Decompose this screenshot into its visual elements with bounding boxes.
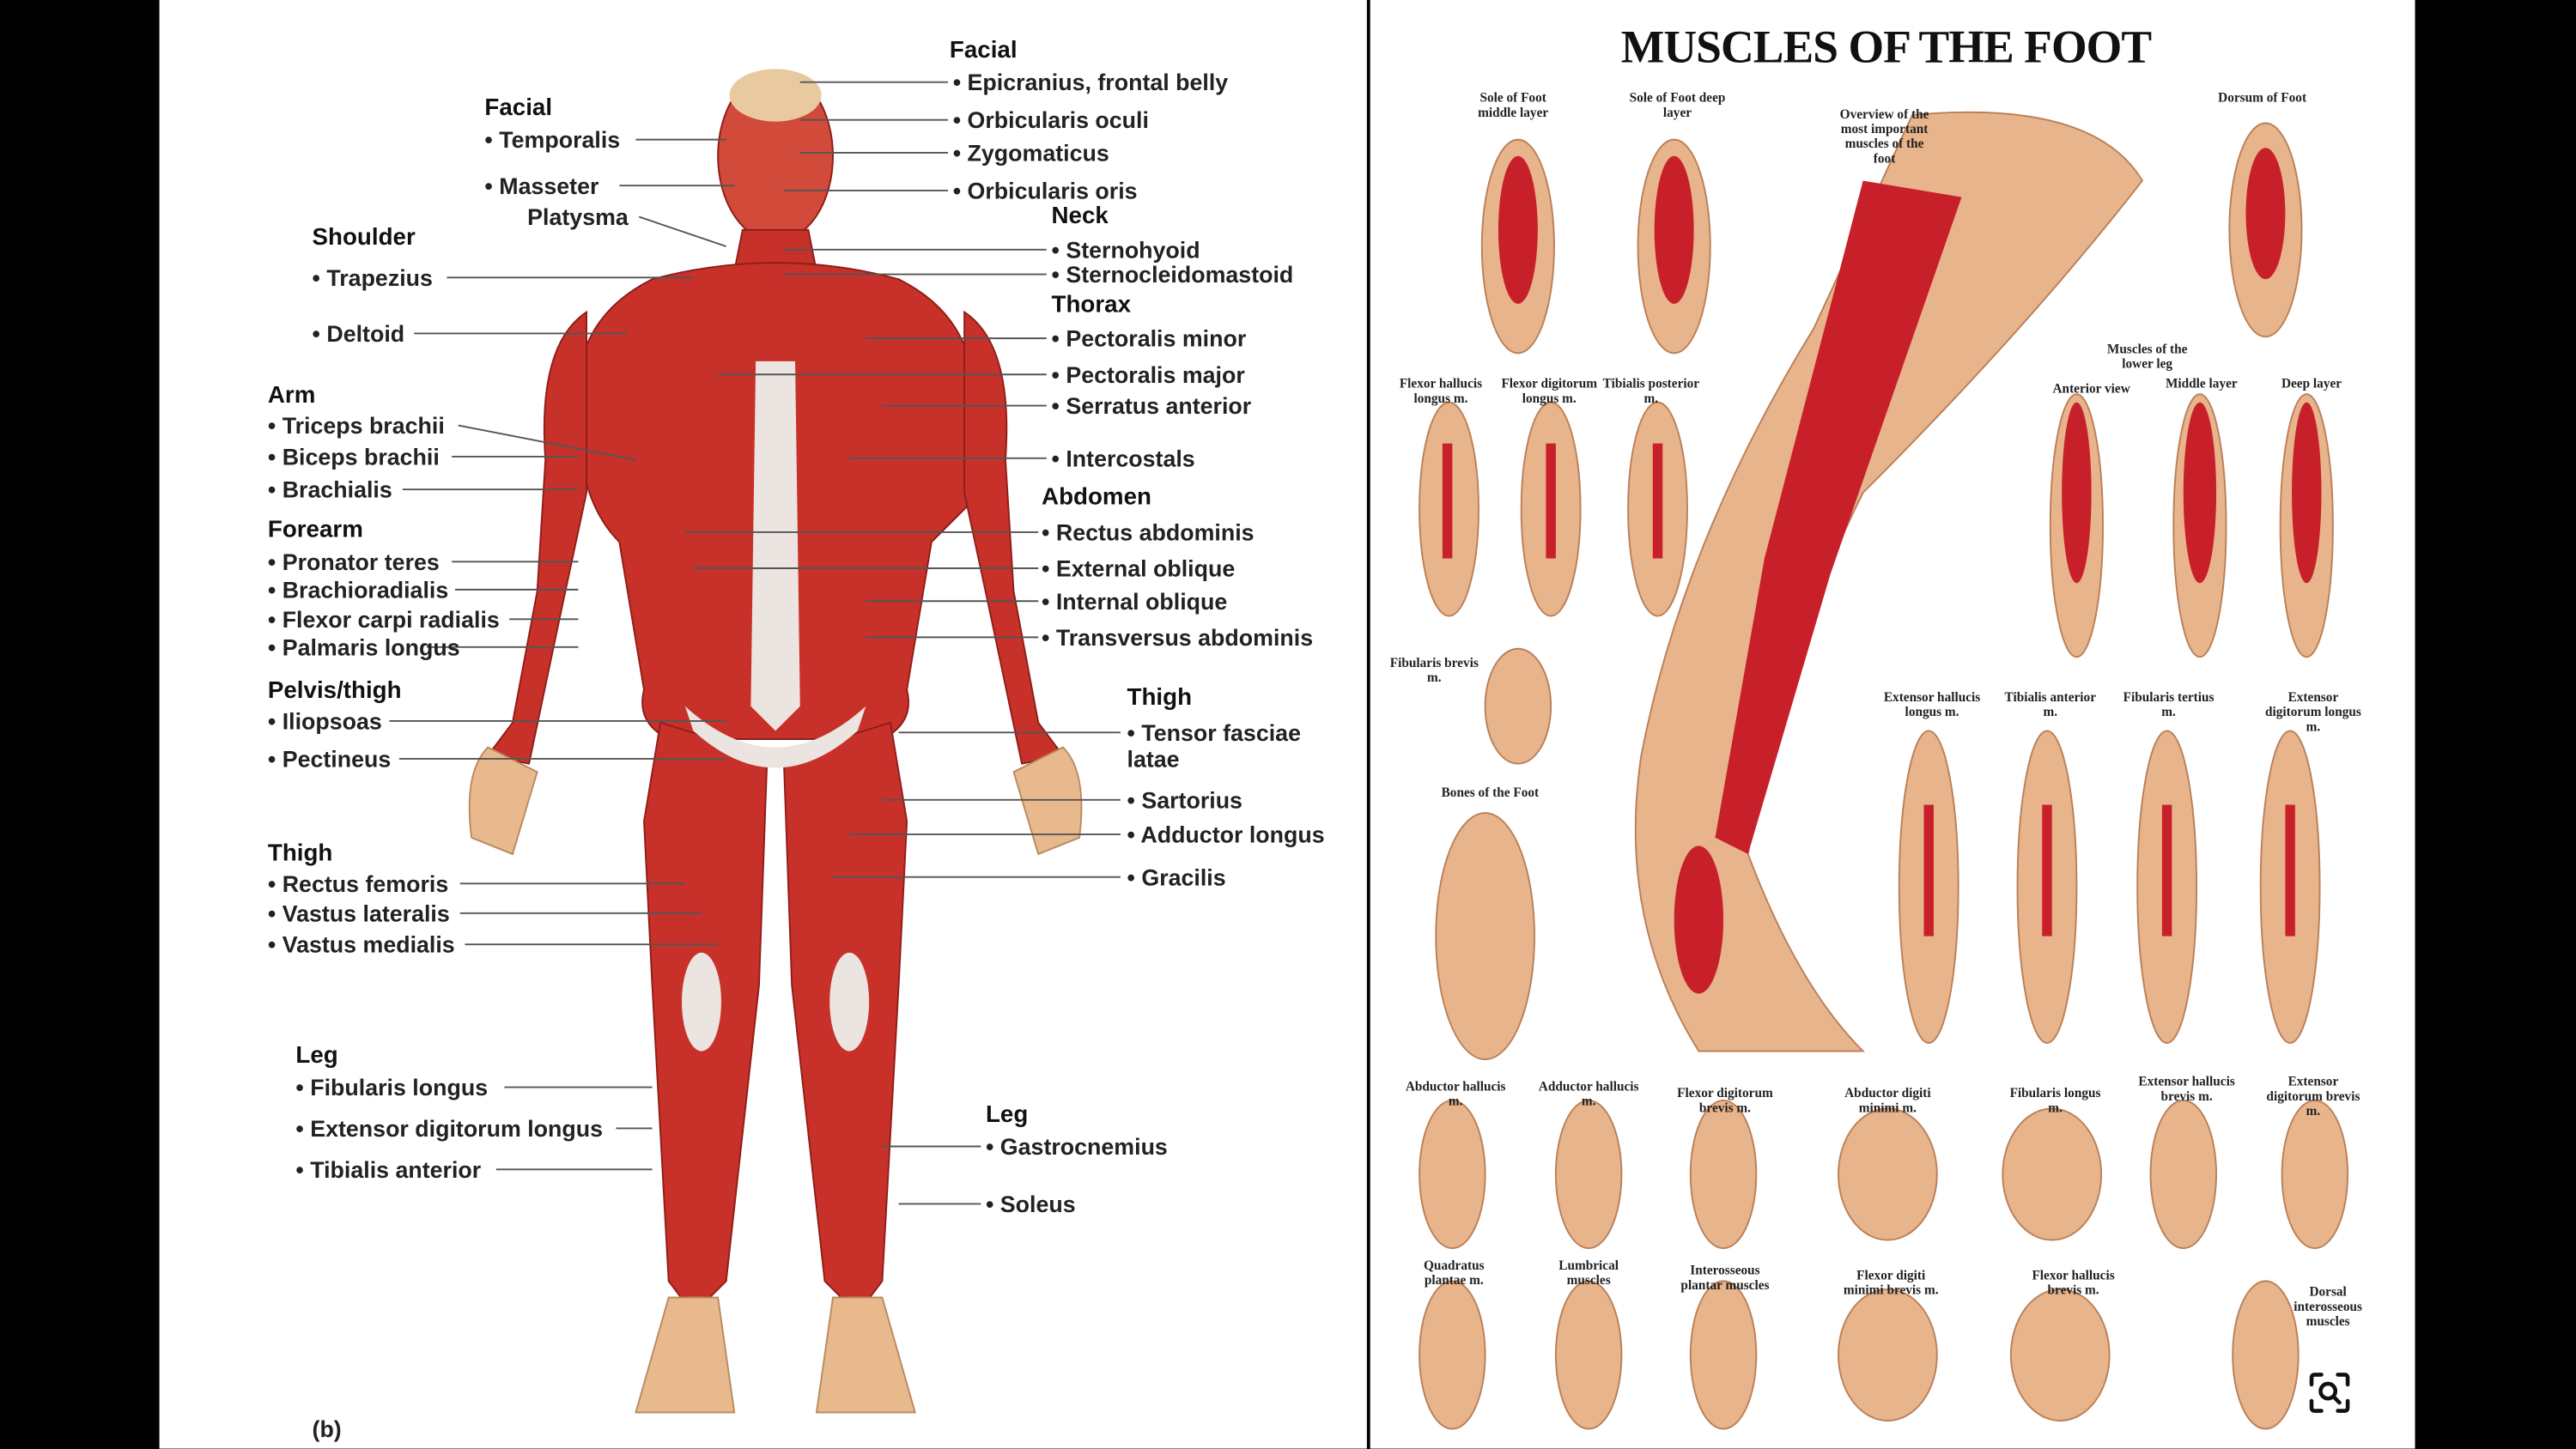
foot-muscles-poster: MUSCLES OF THE FOOT Sole of Foot middle … <box>1370 0 2415 1449</box>
muscle-label: Sternohyoid <box>1052 237 1200 264</box>
illustration-caption: Adductor hallucis m. <box>1538 1079 1639 1109</box>
muscle-label: Triceps brachii <box>268 412 445 439</box>
muscle-label: Pectoralis minor <box>1052 325 1246 352</box>
illustration-caption: Abductor digiti minimi m. <box>1844 1085 1931 1116</box>
muscle-label: Serratus anterior <box>1052 392 1251 419</box>
muscle-label: Brachialis <box>268 476 392 503</box>
visual-search-icon <box>2309 1373 2350 1413</box>
illustration-caption: Lumbrical muscles <box>1558 1258 1619 1288</box>
illustration-caption: Extensor digitorum longus m. <box>2264 689 2361 735</box>
foot-illustrations <box>1419 111 2349 1430</box>
muscle-label: Pronator teres <box>268 549 440 575</box>
illustration-caption: Fibularis tertius m. <box>2123 689 2215 720</box>
illustration-caption: Middle layer <box>2165 376 2238 391</box>
muscle-label: Vastus medialis <box>268 931 455 958</box>
illustration-caption: Extensor digitorum brevis m. <box>2266 1074 2360 1119</box>
illustration-caption: Muscles of the lower leg <box>2106 341 2188 372</box>
muscle-label: Rectus abdominis <box>1042 519 1255 546</box>
muscle-label: Soleus <box>986 1191 1076 1217</box>
illustration-caption: Tibialis anterior m. <box>2004 689 2097 720</box>
group-heading: Thorax <box>1051 292 1132 319</box>
group-heading: Leg <box>985 1101 1029 1129</box>
illustration-caption: Quadratus plantae m. <box>1423 1258 1485 1288</box>
muscle-label: Sartorius <box>1127 786 1242 813</box>
muscle-label: Vastus lateralis <box>268 900 450 926</box>
illustration-caption: Tibialis posterior m. <box>1602 376 1700 406</box>
illustration-caption: Flexor digitorum brevis m. <box>1677 1085 1773 1116</box>
illustration-caption: Dorsum of Foot <box>2218 90 2307 106</box>
muscle-label: Gastrocnemius <box>986 1133 1168 1160</box>
group-heading: Leg <box>295 1042 338 1070</box>
illustration-caption: Dorsal interosseous muscles <box>2293 1284 2362 1329</box>
group-heading: Pelvis/thigh <box>267 678 402 705</box>
muscle-label: Orbicularis oris <box>953 178 1138 204</box>
muscle-label: Extensor digitorum longus <box>295 1115 603 1142</box>
leader-lines <box>389 81 1121 1205</box>
muscle-label: Intercostals <box>1052 446 1194 472</box>
group-heading: Forearm <box>267 517 363 544</box>
muscle-label: Platysma <box>527 203 629 230</box>
muscle-label: Trapezius <box>313 264 433 291</box>
muscle-label: Gracilis <box>1127 864 1225 890</box>
illustration-caption: Flexor digiti minimi brevis m. <box>1843 1268 1939 1298</box>
illustration-caption: Sole of Foot middle layer <box>1478 90 1549 120</box>
muscle-label: Flexor carpi radialis <box>268 606 500 633</box>
group-heading: Neck <box>1051 203 1109 230</box>
illustration-caption: Flexor digitorum longus m. <box>1501 376 1597 406</box>
visual-search-button[interactable] <box>2308 1372 2351 1415</box>
illustration-caption: Bones of the Foot <box>1441 785 1540 800</box>
illustration-caption: Deep layer <box>2281 376 2342 391</box>
muscle-label: Tibialis anterior <box>295 1156 481 1183</box>
group-heading: Thigh <box>1127 684 1193 712</box>
muscle-label: Deltoid <box>313 320 404 347</box>
muscle-label: Masseter <box>484 173 598 199</box>
illustration-caption: Interosseous plantar muscles <box>1680 1263 1770 1293</box>
muscle-label: Orbicularis oculi <box>953 106 1149 133</box>
illustration-caption: Abductor hallucis m. <box>1405 1079 1506 1109</box>
muscle-label: Epicranius, frontal belly <box>953 69 1229 95</box>
group-heading: Shoulder <box>312 225 416 252</box>
muscle-label: Brachioradialis <box>268 577 449 603</box>
illustration-caption: Extensor hallucis brevis m. <box>2138 1074 2235 1104</box>
muscle-label: Transversus abdominis <box>1042 624 1313 651</box>
illustration-caption: Sole of Foot deep layer <box>1629 90 1726 120</box>
illustration-caption: Overview of the most important muscles o… <box>1839 106 1929 167</box>
illustration-caption: Anterior view <box>2052 380 2130 397</box>
figure-part-label: (b) <box>312 1416 342 1442</box>
group-heading: Facial <box>484 94 553 122</box>
group-heading: Facial <box>949 38 1018 64</box>
muscle-label: Adductor longus <box>1127 822 1324 848</box>
muscle-label: Internal oblique <box>1042 588 1227 615</box>
poster-title: MUSCLES OF THE FOOT <box>1620 22 2152 75</box>
muscle-label: Pectoralis major <box>1052 361 1244 388</box>
muscle-label: Temporalis <box>484 126 620 153</box>
muscle-label: Pectineus <box>268 746 392 773</box>
muscular-system-diagram: FacialEpicranius, frontal bellyOrbicular… <box>159 0 1367 1449</box>
muscle-label: Rectus femoris <box>268 870 449 897</box>
group-heading: Abdomen <box>1042 484 1151 512</box>
muscle-label: Iliopsoas <box>268 708 382 735</box>
muscle-label: Palmaris longus <box>268 634 460 661</box>
body-illustration <box>468 69 1083 1414</box>
illustration-caption: Fibularis longus m. <box>2009 1085 2101 1116</box>
illustration-caption: Fibularis brevis m. <box>1389 655 1479 685</box>
illustration-caption: Extensor hallucis longus m. <box>1883 689 1981 720</box>
muscle-label: Biceps brachii <box>268 444 440 470</box>
muscle-label: Sternocleidomastoid <box>1052 261 1293 288</box>
muscle-label: Tensor fasciae latae <box>1127 719 1308 772</box>
muscle-label: External oblique <box>1042 555 1235 582</box>
illustration-caption: Flexor hallucis longus m. <box>1399 376 1483 406</box>
group-heading: Thigh <box>267 840 333 868</box>
muscle-label: Zygomaticus <box>953 140 1109 167</box>
illustration-caption: Flexor hallucis brevis m. <box>2032 1268 2115 1298</box>
muscle-label: Fibularis longus <box>295 1074 488 1100</box>
group-heading: Arm <box>267 382 316 409</box>
